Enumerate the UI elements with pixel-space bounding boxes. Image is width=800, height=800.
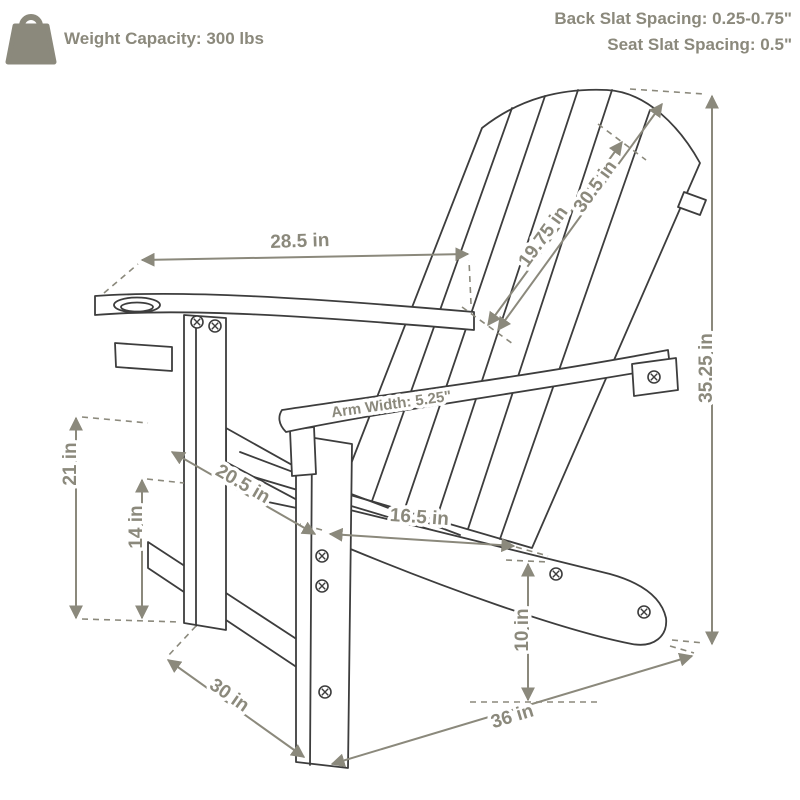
dim-base-width-label: 30 in [205, 674, 253, 716]
cup-holder [113, 296, 161, 314]
weight-icon [5, 14, 57, 65]
cup-holder-inner [120, 301, 154, 313]
screw-icon [549, 567, 563, 581]
screw-icon [190, 315, 204, 329]
chair-drawing [94, 88, 707, 769]
back-side-tab [677, 191, 707, 216]
dim-arm-height: 21 in [57, 416, 181, 623]
header: Weight Capacity: 300 lbs Back Slat Spaci… [5, 9, 792, 65]
right-armrest [278, 349, 671, 433]
dim-overall-height-label: 35.25 in [696, 333, 717, 403]
weight-capacity-text: Weight Capacity: 300 lbs [64, 29, 264, 48]
left-armrest [94, 292, 475, 331]
weight-icon-body [5, 23, 57, 65]
dim-overall-height: 35.25 in [629, 88, 721, 646]
right-front-leg [295, 434, 353, 769]
dim-arm-span-label: 28.5 in [270, 230, 330, 253]
screw-icon [208, 319, 222, 333]
dim-overall-depth: 36 in [330, 645, 695, 768]
right-arm-support [289, 426, 317, 477]
dim-seat-width-label: 16.5 in [389, 505, 449, 530]
dim-seat-front-height: 14 in [123, 478, 185, 620]
screw-icon [318, 685, 332, 699]
screw-icon [315, 579, 329, 593]
left-arm-bracket [114, 342, 173, 372]
screw-icon [315, 549, 329, 563]
dim-overall-depth-label: 36 in [489, 700, 537, 733]
weight-icon-handle [19, 14, 43, 27]
dim-arm-height-label: 21 in [60, 442, 81, 485]
screw-icon [637, 605, 651, 619]
dim-ground-clearance: 10 in [470, 559, 600, 703]
dim-seat-front-height-label: 14 in [126, 505, 147, 548]
seat-slat-spacing-text: Seat Slat Spacing: 0.5" [607, 35, 792, 54]
back-slat-spacing-text: Back Slat Spacing: 0.25-0.75" [554, 9, 792, 28]
dim-arm-span: 28.5 in [103, 226, 472, 305]
screw-icon [647, 370, 661, 384]
dim-ground-clearance-label: 10 in [512, 608, 533, 651]
